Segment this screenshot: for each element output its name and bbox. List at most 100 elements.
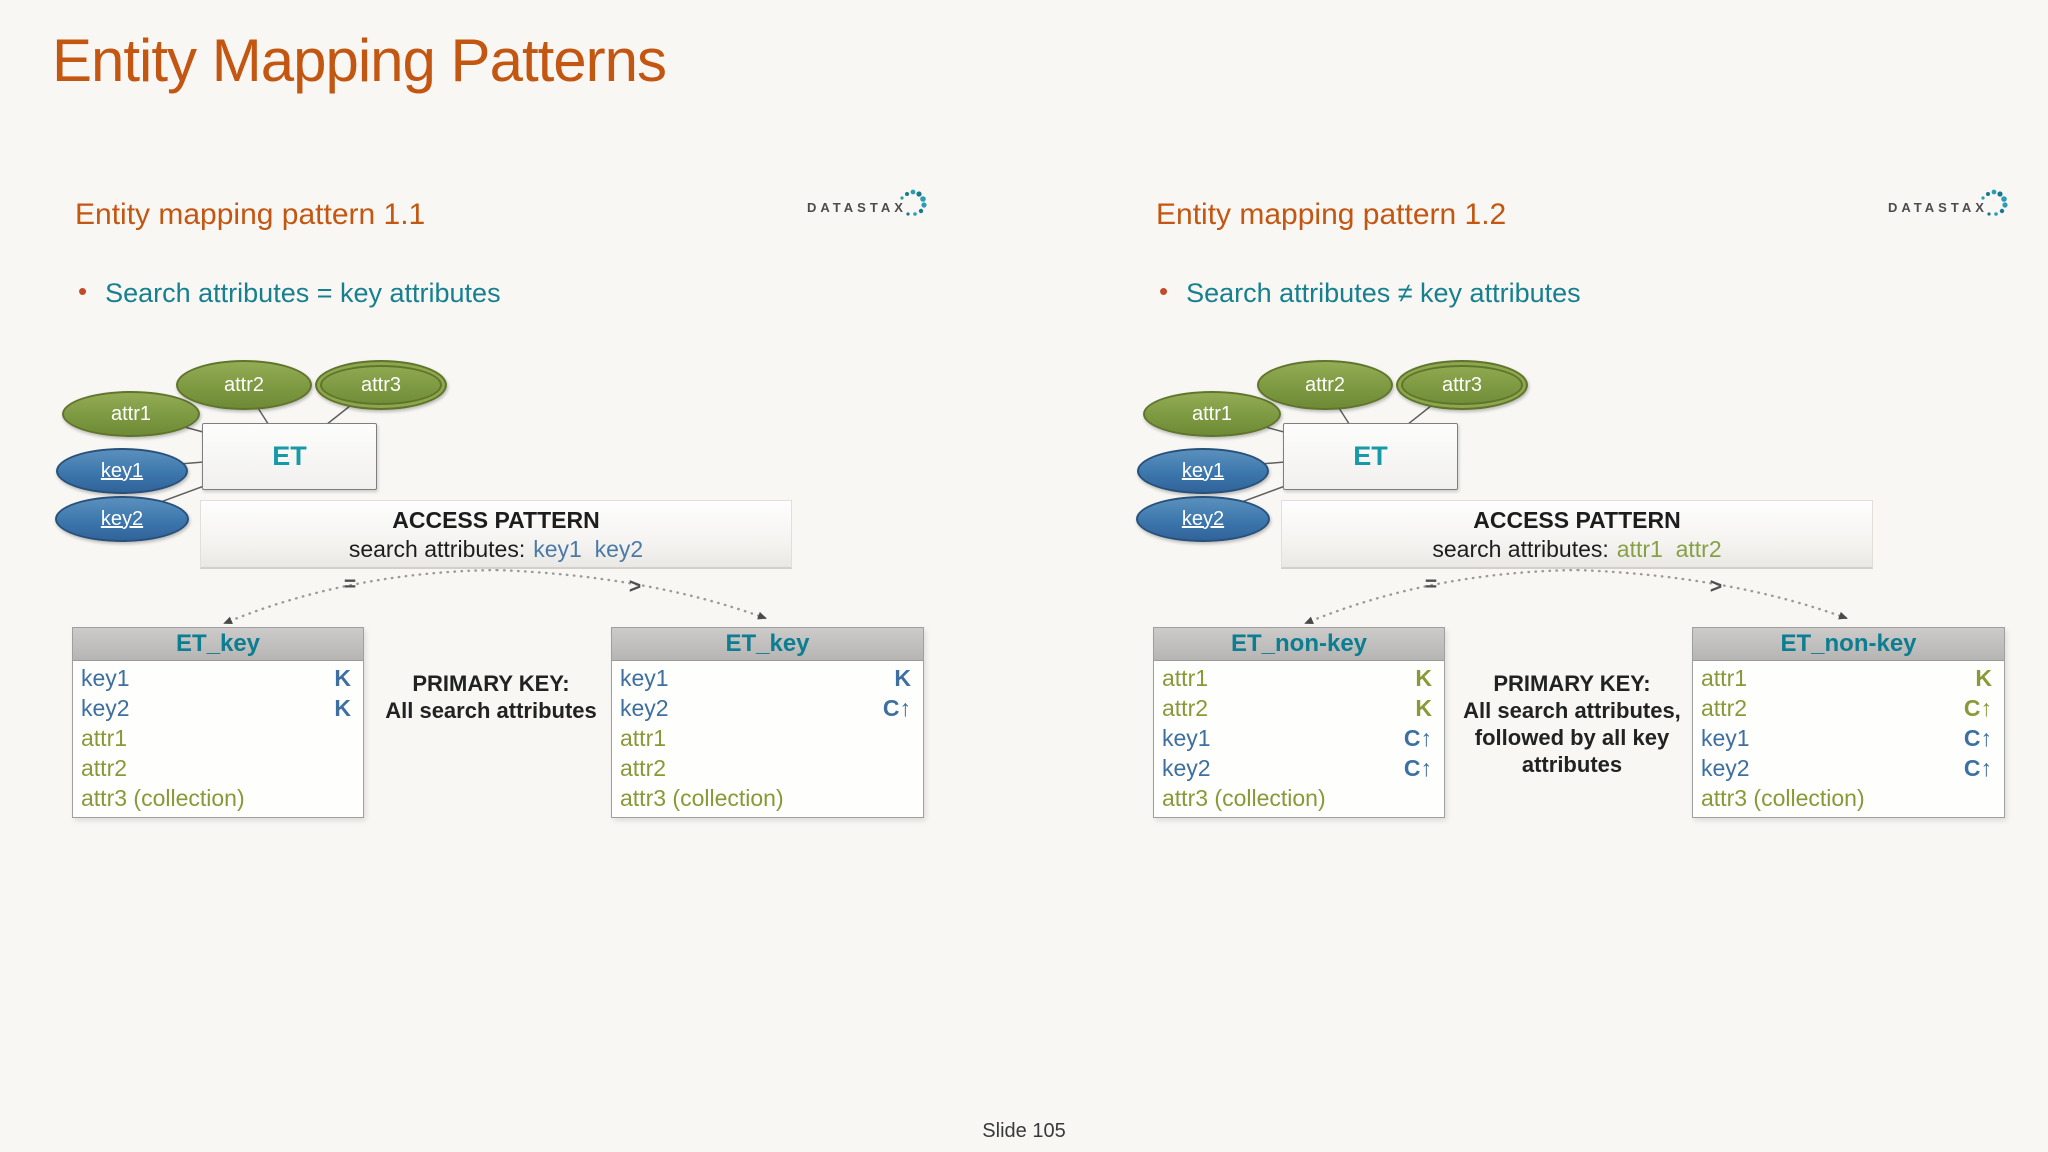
table-row: attr3 (collection): [612, 783, 923, 813]
bullet-icon: •: [1159, 276, 1169, 306]
key-badge: K: [334, 695, 351, 721]
key-badge: [351, 753, 363, 783]
field-name: attr3 (collection): [81, 785, 245, 811]
bullet-line: •Search attributes = key attributes: [78, 276, 778, 309]
ellipse-label: attr2: [223, 373, 265, 396]
key-badge: [911, 783, 923, 813]
key-badge: K: [894, 665, 911, 691]
pattern-panel-1-1: Entity mapping pattern 1.1 DATASTAX •Sea…: [55, 180, 929, 840]
field-name: attr3 (collection): [1162, 785, 1326, 811]
attribute-ellipse-attr3-multivalued: attr3: [315, 360, 447, 410]
key-badge: [911, 723, 923, 753]
table-row: attr1: [612, 723, 923, 753]
field-name: attr3 (collection): [1701, 785, 1865, 811]
key-badge: [1432, 783, 1444, 813]
table-row: key2 C↑: [1154, 753, 1444, 783]
attribute-ellipse-attr2: attr2: [1257, 360, 1393, 410]
key-badge: K: [1415, 695, 1432, 721]
ellipse-label: attr1: [1191, 402, 1233, 425]
page-title: Entity Mapping Patterns: [52, 27, 667, 94]
datastax-wordmark: DATASTAX: [1888, 200, 1988, 215]
key-badge: K: [334, 665, 351, 691]
key-badge: [351, 723, 363, 753]
panel-title: Entity mapping pattern 1.2: [1156, 198, 1507, 231]
branch-arrow-left: [1304, 568, 1580, 625]
table-header: ET_key: [73, 628, 363, 661]
search-attributes-values: key1 key2: [533, 536, 644, 562]
field-name: key1: [81, 665, 130, 691]
ellipse-label: attr2: [1304, 373, 1346, 396]
branch-arrow-right: [495, 568, 767, 620]
key-badge: C↑: [882, 695, 911, 721]
key-ellipse-key1: key1: [56, 448, 188, 494]
ellipse-label: key1: [1181, 459, 1225, 482]
entity-rectangle: ET: [1283, 423, 1458, 490]
field-name: attr2: [1701, 695, 1748, 721]
key-ellipse-key2: key2: [55, 496, 189, 542]
table-row: key1 C↑: [1693, 723, 2004, 753]
branch-arrow-right: [1576, 568, 1848, 620]
panel-title: Entity mapping pattern 1.1: [75, 198, 426, 231]
branch-label-greater: >: [1710, 575, 1722, 598]
branch-label-greater: >: [629, 575, 641, 598]
access-pattern-box: ACCESS PATTERN search attributes:attr1 a…: [1281, 500, 1873, 569]
access-pattern-heading: ACCESS PATTERN: [392, 507, 600, 533]
branch-arrow-left: [223, 568, 499, 625]
primary-key-note: PRIMARY KEY: All search attributes: [385, 671, 597, 723]
table-row: attr3 (collection): [73, 783, 363, 813]
field-name: attr2: [620, 755, 667, 781]
search-attributes-label: search attributes:: [348, 536, 526, 562]
attribute-ellipse-attr1: attr1: [1143, 391, 1281, 437]
entity-rectangle: ET: [202, 423, 377, 490]
attribute-ellipse-attr3-multivalued: attr3: [1396, 360, 1528, 410]
table-row: attr3 (collection): [1693, 783, 2004, 813]
key-badge: [1992, 783, 2004, 813]
pattern-panel-1-2: Entity mapping pattern 1.2 DATASTAX •Sea…: [1136, 180, 2010, 840]
datastax-logo-dots-icon: [900, 189, 927, 216]
table-row: key2 C↑: [612, 693, 923, 723]
attribute-ellipse-attr2: attr2: [176, 360, 312, 410]
table-row: attr1 K: [1693, 663, 2004, 693]
bullet-icon: •: [78, 276, 88, 306]
field-name: attr1: [1701, 665, 1748, 691]
field-name: attr2: [81, 755, 128, 781]
datastax-logo: DATASTAX: [807, 188, 929, 226]
ellipse-label: key2: [100, 507, 144, 530]
table-row: attr2: [73, 753, 363, 783]
search-attributes-values: attr1 attr2: [1616, 536, 1722, 562]
key-ellipse-key1: key1: [1137, 448, 1269, 494]
table-header: ET_non-key: [1693, 628, 2004, 661]
field-name: key2: [1162, 755, 1211, 781]
field-name: attr1: [81, 725, 128, 751]
access-pattern-box: ACCESS PATTERN search attributes: key1 ke…: [200, 500, 792, 569]
key-badge: C↑: [1403, 725, 1432, 751]
table-row: attr2 C↑: [1693, 693, 2004, 723]
access-pattern-line: search attributes: attr1 attr2: [1282, 536, 1872, 563]
key-badge: K: [1975, 665, 1992, 691]
field-name: attr3 (collection): [620, 785, 784, 811]
datastax-logo-dots-icon: [1981, 189, 2008, 216]
ellipse-label: attr3: [360, 373, 402, 396]
key-badge: C↑: [1963, 725, 1992, 751]
key-badge: [351, 783, 363, 813]
key-badge: C↑: [1963, 695, 1992, 721]
field-name: key2: [620, 695, 669, 721]
datastax-wordmark: DATASTAX: [807, 200, 907, 215]
branch-label-equals: =: [1425, 573, 1437, 596]
field-name: attr1: [1162, 665, 1209, 691]
key-badge: C↑: [1963, 755, 1992, 781]
key-badge: C↑: [1403, 755, 1432, 781]
ellipse-label: attr3: [1441, 373, 1483, 396]
table-header: ET_non-key: [1154, 628, 1444, 661]
search-attributes-label: search attributes:: [1432, 536, 1609, 562]
branch-label-equals: =: [344, 573, 356, 596]
ellipse-label: key2: [1181, 507, 1225, 530]
field-name: key1: [1701, 725, 1750, 751]
